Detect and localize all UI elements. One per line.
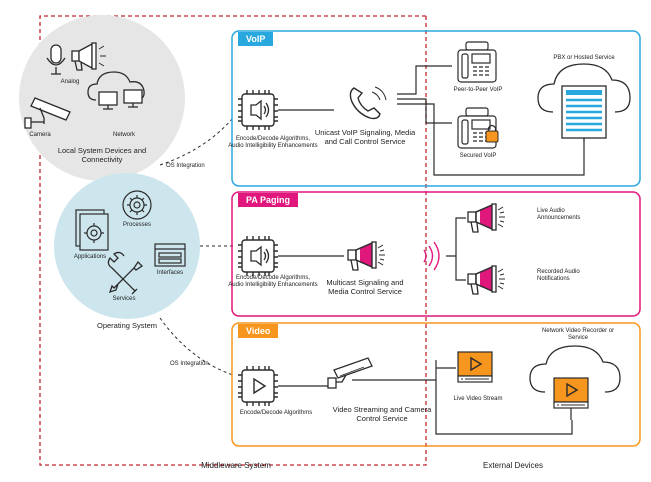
services-icon: [107, 251, 144, 295]
analog-label: Analog: [60, 79, 80, 85]
security-camera-icon: [24, 97, 71, 129]
middleware-frame: [39, 15, 427, 466]
live-announcement-megaphone-icon: [467, 203, 506, 233]
network-cloud-icon: [87, 71, 145, 110]
live-stream-monitor-icon: [457, 351, 493, 383]
voip-codec-chip-icon: [237, 89, 279, 131]
paging-service-label: Multicast Signaling and Media Control Se…: [326, 278, 404, 296]
video-camera-icon: [327, 357, 373, 389]
middleware-system-label: Middleware System: [201, 461, 271, 470]
camera-label: Camera: [29, 132, 51, 138]
video-encode-label: Encode/Decode Algorithms: [239, 410, 313, 416]
video-codec-chip-icon: [237, 365, 279, 407]
video-section-box: [231, 322, 641, 447]
network-label: Network: [112, 132, 136, 138]
recorded-notifications-label: Recorded Audio Notifications: [537, 269, 580, 282]
applications-icon: [75, 209, 109, 251]
external-devices-label: External Devices: [482, 461, 544, 470]
paging-section-box: [231, 191, 641, 317]
padlock-icon: [485, 124, 499, 143]
nvr-label: Network Video Recorder or Service: [541, 328, 615, 341]
peer-desk-phone-icon: [457, 41, 497, 83]
local-devices-title: Local System Devices and Connectivity: [57, 146, 147, 164]
processes-icon: [122, 190, 152, 220]
services-label: Services: [112, 296, 136, 302]
pbx-label: PBX or Hosted Service: [553, 55, 615, 61]
voip-branch-peer: [397, 65, 452, 95]
processes-label: Processes: [122, 222, 152, 228]
live-video-stream-label: Live Video Stream: [453, 396, 503, 402]
operating-system-title: Operating System: [96, 321, 158, 330]
nvr-cloud-icon: [529, 345, 621, 393]
interfaces-label: Interfaces: [156, 270, 184, 276]
voip-encode-label: Encode/Decode Algorithms, Audio Intellig…: [228, 136, 318, 149]
handset-icon: [349, 86, 387, 120]
paging-codec-chip-icon: [237, 235, 279, 277]
paging-tab: PA Paging: [238, 193, 299, 207]
live-announcements-label: Live Audio Announcements: [537, 208, 581, 221]
paging-branch-lines: [446, 217, 466, 281]
microphone-icon: [46, 44, 66, 75]
loudspeaker-icon: [71, 42, 106, 71]
secured-voip-label: Secured VoIP: [459, 153, 497, 159]
video-tab: Video: [238, 324, 279, 338]
recorded-notification-megaphone-icon: [467, 265, 506, 295]
nvr-monitor-icon: [553, 377, 589, 409]
voip-tab: VoIP: [238, 32, 274, 46]
os-integration-connector-bottom: [159, 317, 234, 376]
voip-service-label: Unicast VoIP Signaling, Media and Call C…: [314, 128, 416, 146]
video-branch-lines: [435, 360, 573, 435]
wireless-signal-icon: [423, 241, 440, 271]
applications-label: Applications: [73, 254, 107, 260]
os-integration-label-top: OS Integration: [166, 163, 205, 169]
voip-branch-pbx: [397, 103, 585, 176]
voip-branch-secured: [397, 98, 452, 124]
pbx-server-cloud-icon: [537, 63, 631, 142]
interfaces-icon: [154, 243, 186, 267]
video-service-label: Video Streaming and Camera Control Servi…: [332, 405, 432, 423]
voip-section-box: [231, 30, 641, 187]
os-integration-connector-top: [159, 117, 234, 166]
peer-to-peer-label: Peer-to-Peer VoIP: [453, 87, 503, 93]
paging-megaphone-icon: [347, 241, 386, 271]
paging-encode-label: Encode/Decode Algorithms, Audio Intellig…: [228, 275, 318, 288]
os-integration-label-bottom: OS Integration: [170, 361, 209, 367]
